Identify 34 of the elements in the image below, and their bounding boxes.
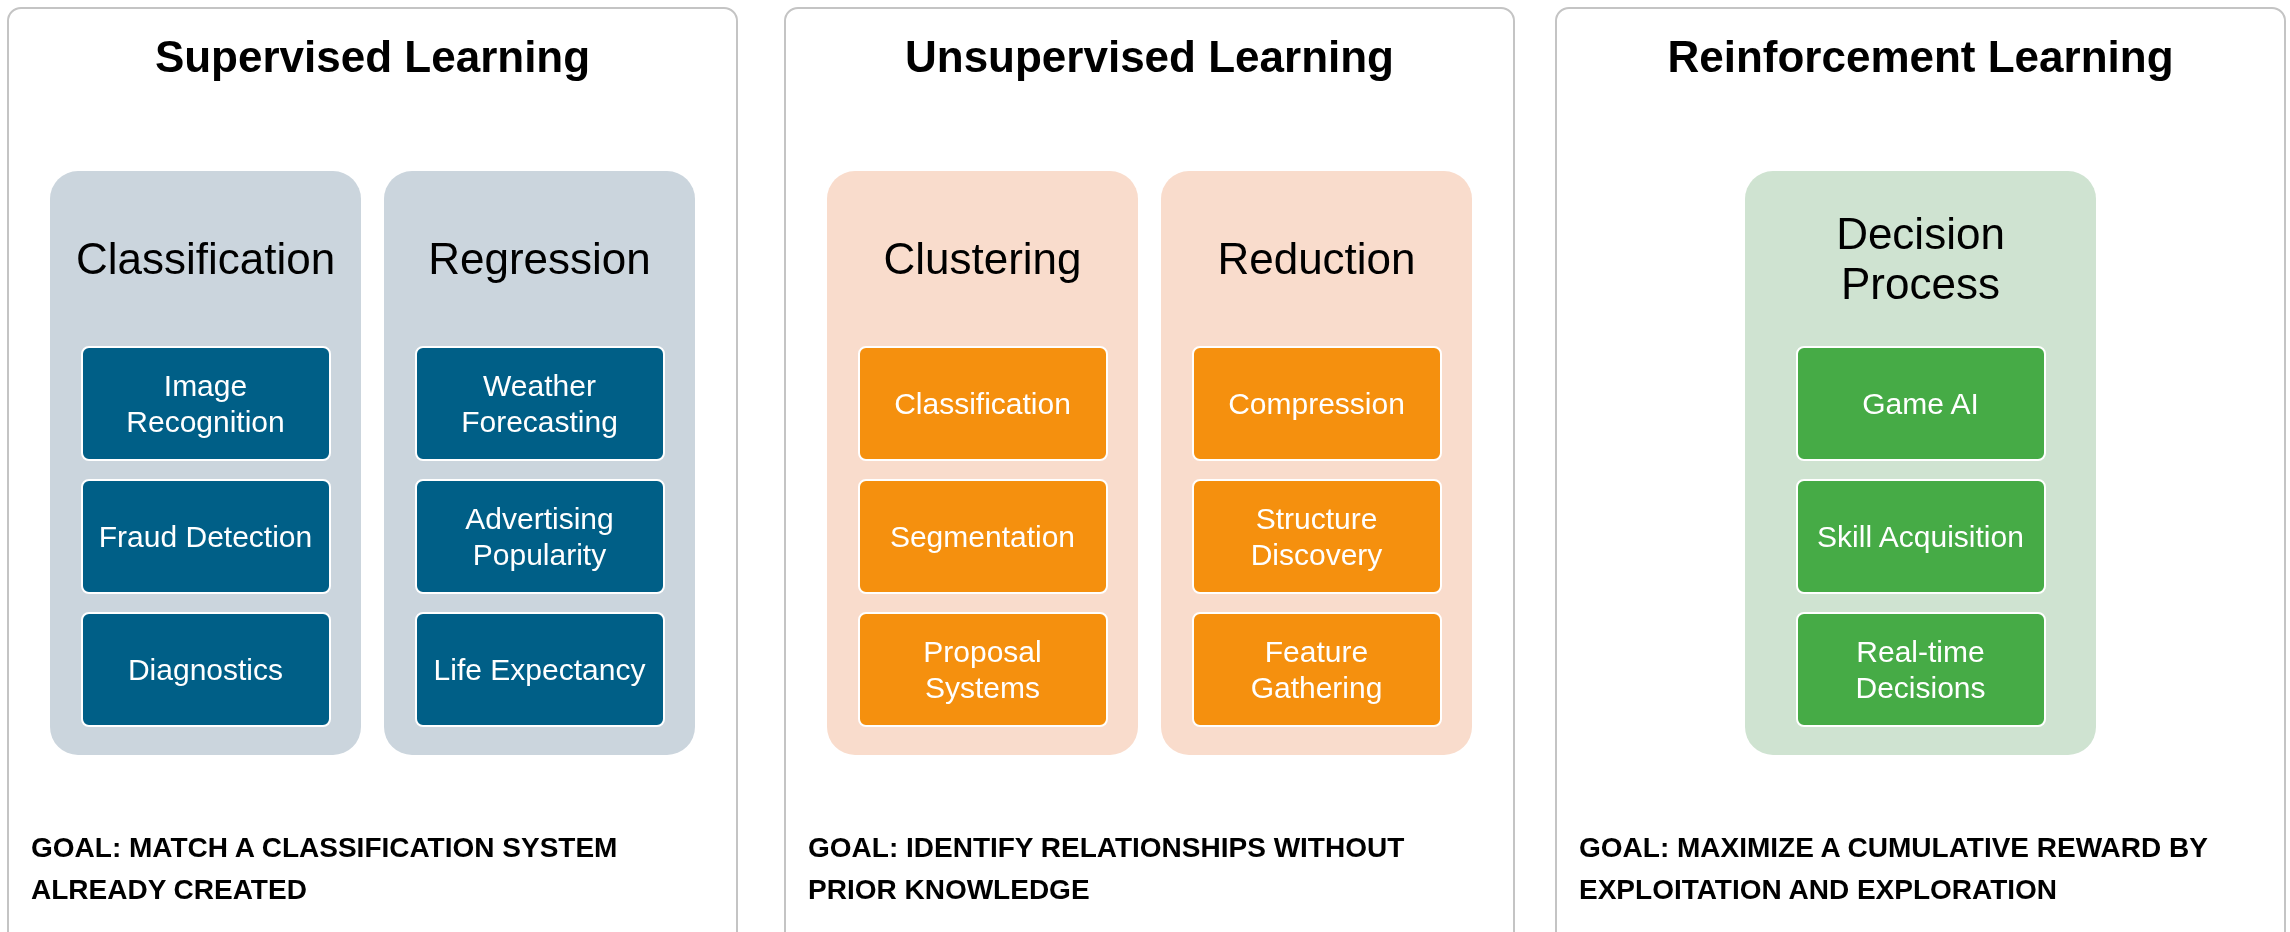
learning-type-panel	[7, 7, 738, 932]
category-heading: Clustering	[882, 233, 1083, 284]
example-box: Proposal Systems	[857, 612, 1108, 727]
category-heading: Decision Process	[1835, 209, 2006, 308]
example-box: Skill Acquisition	[1795, 479, 2046, 594]
category-panel	[50, 171, 361, 755]
example-box: Classification	[857, 346, 1108, 461]
learning-type-panel	[1555, 7, 2286, 932]
example-box: Feature Gathering	[1191, 612, 1442, 727]
goal-text: GOAL: MAXIMIZE A CUMULATIVE REWARD BY EXPLOITATION AND EXPLORATION	[1579, 831, 2209, 907]
panel-title: Reinforcement Learning	[1666, 31, 2175, 83]
example-box: Weather Forecasting	[414, 346, 665, 461]
panel-title: Unsupervised Learning	[904, 31, 1395, 83]
example-box: Advertising Popularity	[414, 479, 665, 594]
example-box: Diagnostics	[80, 612, 331, 727]
category-heading: Reduction	[1216, 233, 1417, 284]
learning-type-panel	[784, 7, 1515, 932]
goal-text: GOAL: MATCH A CLASSIFICATION SYSTEM ALREADY CREATED	[31, 831, 619, 907]
example-box: Fraud Detection	[80, 479, 331, 594]
example-box: Game AI	[1795, 346, 2046, 461]
example-box: Structure Discovery	[1191, 479, 1442, 594]
example-box: Image Recognition	[80, 346, 331, 461]
panel-title: Supervised Learning	[153, 31, 592, 83]
category-panel	[827, 171, 1138, 755]
goal-text: GOAL: IDENTIFY RELATIONSHIPS WITHOUT PRIOR KNOWLEDGE	[808, 831, 1406, 907]
category-panel	[384, 171, 695, 755]
example-box: Real-time Decisions	[1795, 612, 2046, 727]
category-heading: Regression	[427, 233, 652, 284]
example-box: Segmentation	[857, 479, 1108, 594]
example-box: Life Expectancy	[414, 612, 665, 727]
example-box: Compression	[1191, 346, 1442, 461]
category-panel	[1745, 171, 2096, 755]
category-heading: Classification	[74, 233, 337, 284]
category-panel	[1161, 171, 1472, 755]
